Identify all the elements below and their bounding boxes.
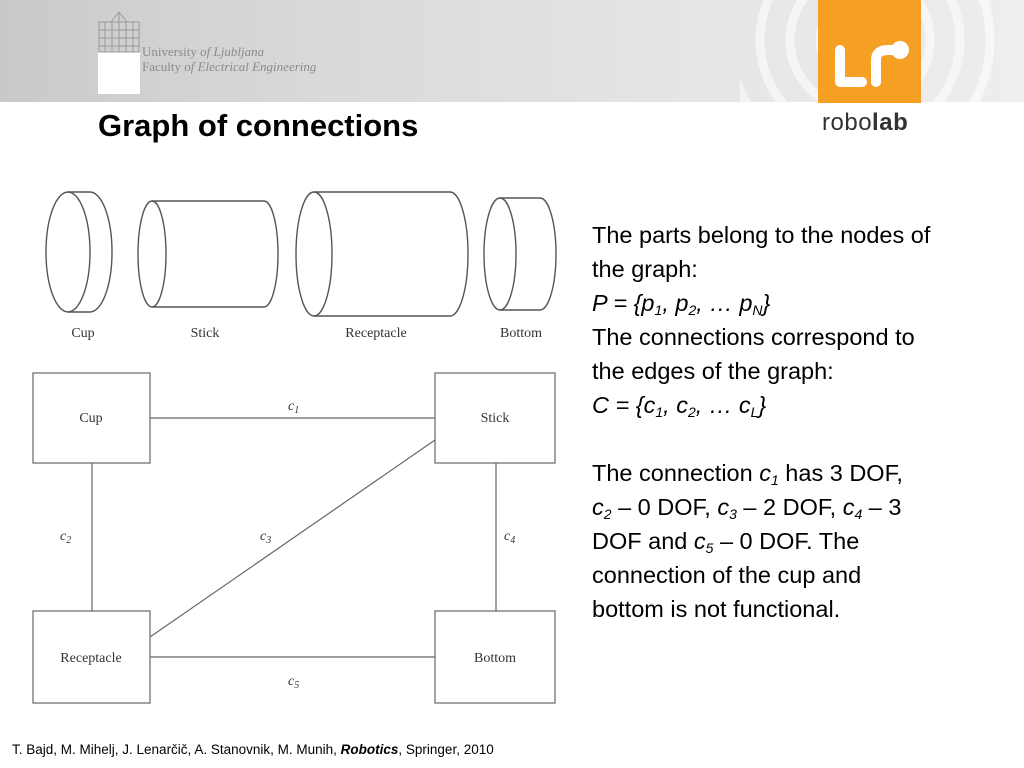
parts-figure: Cup Stick Receptacle Bottom	[45, 191, 557, 341]
set-c: C = {c1, c2, … cL}	[592, 392, 767, 420]
node-bottom-box	[434, 610, 556, 704]
citation: T. Bajd, M. Mihelj, J. Lenarčič, A. Stan…	[12, 742, 494, 757]
slide-title: Graph of connections	[98, 108, 419, 143]
edge-label-c1: c1	[288, 399, 299, 416]
set-p: P = {p1, p2, … pN}	[592, 290, 771, 318]
cup-cylinder	[45, 191, 113, 313]
edge-c3	[149, 439, 436, 638]
node-stick-box	[434, 372, 556, 464]
robolab-logo-box	[818, 0, 921, 103]
robolab-wordmark: robolab	[822, 109, 909, 136]
bottom-cylinder	[483, 197, 557, 311]
connection-graph: Cup Stick Receptacle Bottom c1 c2 c3 c4 …	[32, 372, 556, 704]
part-label-bottom: Bottom	[500, 326, 542, 341]
node-cup: Cup	[79, 411, 102, 426]
lr-logo-icon	[835, 41, 909, 87]
node-bottom: Bottom	[474, 651, 516, 666]
university-name: University of Ljubljana Faculty of Elect…	[142, 44, 317, 74]
stick-cylinder	[137, 200, 279, 308]
part-label-receptacle: Receptacle	[345, 326, 406, 341]
node-receptacle-box	[32, 610, 151, 704]
node-receptacle: Receptacle	[60, 651, 121, 666]
node-stick: Stick	[481, 411, 510, 426]
receptacle-cylinder	[295, 191, 469, 317]
node-cup-box	[32, 372, 151, 464]
body-text: The parts belong to the nodes of the gra…	[592, 218, 1012, 626]
part-label-stick: Stick	[191, 326, 220, 341]
university-building-logo	[98, 11, 140, 94]
part-label-cup: Cup	[71, 326, 94, 341]
edge-label-c4: c4	[504, 529, 515, 546]
edge-label-c3: c3	[260, 529, 271, 546]
edge-label-c5: c5	[288, 674, 299, 691]
edge-label-c2: c2	[60, 529, 71, 546]
